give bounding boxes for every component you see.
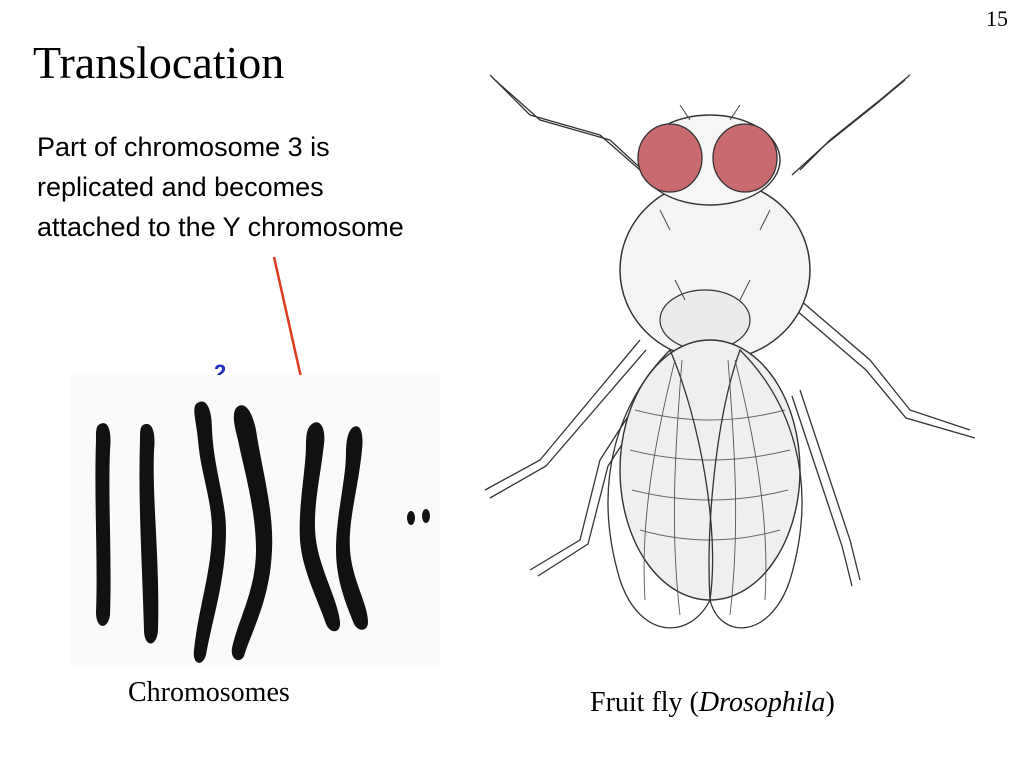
chromosome-3-left bbox=[299, 422, 341, 632]
slide-number: 15 bbox=[986, 6, 1008, 31]
chromosomes-caption: Chromosomes bbox=[128, 677, 290, 708]
chromosome-2-right bbox=[231, 405, 273, 661]
chromosome-2-left bbox=[193, 401, 226, 663]
fruit-fly-icon bbox=[484, 74, 976, 629]
slide-title: Translocation bbox=[33, 37, 285, 88]
chromosome-karyotype-icon bbox=[70, 375, 440, 665]
chromosome-y bbox=[95, 423, 111, 626]
description-line-3: attached to the Y chromosome bbox=[37, 212, 404, 242]
chromosome-4-left bbox=[407, 511, 415, 525]
fruit-fly-caption-genus: Drosophila bbox=[698, 687, 826, 718]
chromosome-x bbox=[139, 423, 159, 644]
chromosome-3-right bbox=[336, 426, 368, 630]
fruit-fly-caption-prefix: Fruit fly ( bbox=[590, 687, 699, 718]
chromosome-4-right bbox=[422, 509, 430, 523]
fruit-fly-caption: Fruit fly (Drosophila) bbox=[590, 687, 835, 719]
description-line-1: Part of chromosome 3 is bbox=[37, 132, 330, 162]
description-line-2: replicated and becomes bbox=[37, 172, 324, 202]
description-text: Part of chromosome 3 is replicated and b… bbox=[37, 127, 517, 247]
fruit-fly-caption-suffix: ) bbox=[825, 687, 835, 718]
